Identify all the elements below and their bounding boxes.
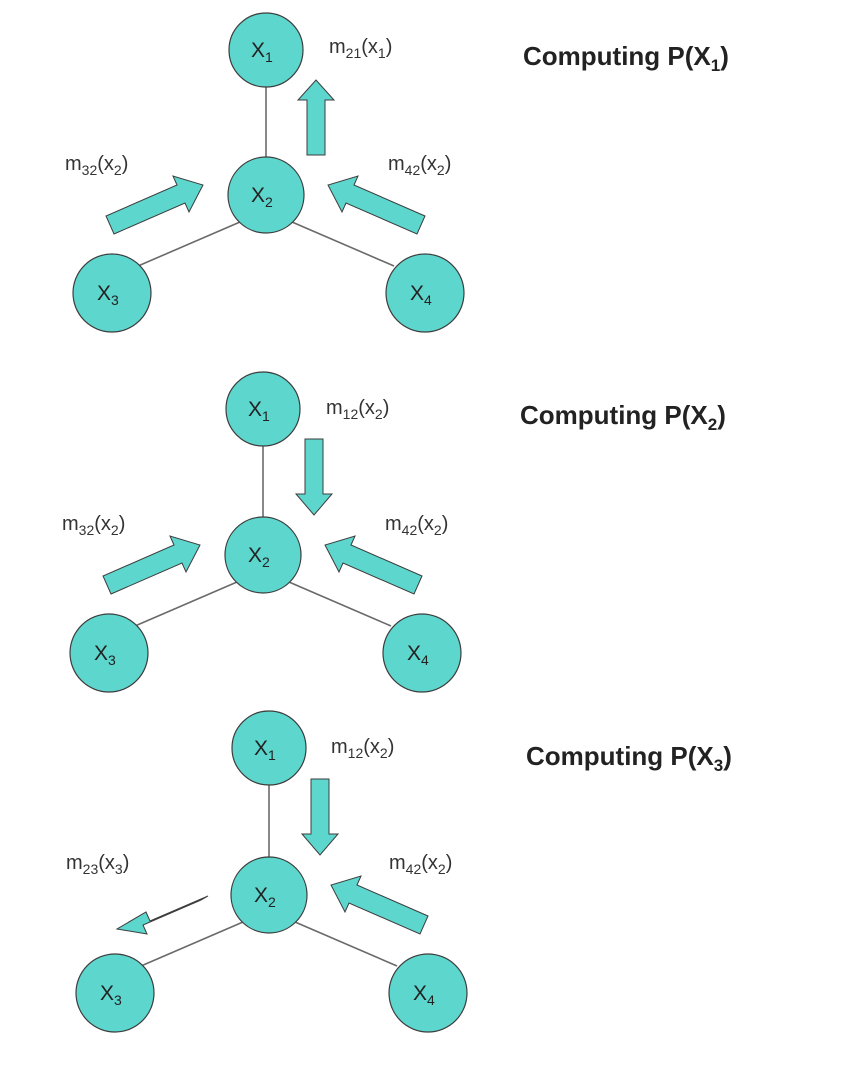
- node-x4-label: X4: [410, 282, 432, 308]
- message-arrow-x4-to-x2: [327, 175, 426, 235]
- node-x3: [69, 613, 149, 693]
- edge-x2-x4: [294, 921, 398, 967]
- message-arrow-down-x1-to-x2: [294, 438, 334, 516]
- message-label-m12: m12(x2): [331, 736, 394, 761]
- node-x1: [228, 12, 304, 88]
- message-label-m21: m21(x1): [329, 36, 392, 61]
- node-x1-label: X1: [248, 398, 270, 424]
- node-x2: [224, 516, 302, 594]
- message-arrow-down-x1-to-x2: [300, 778, 340, 856]
- node-x1-label: X1: [251, 39, 273, 65]
- panel-1: X1 X2 X3 X4 m21(x1) m32(x2) m42(x2) Comp…: [65, 12, 729, 333]
- node-x4: [385, 253, 465, 333]
- node-x2: [227, 156, 305, 234]
- panel-3: X1 X2 X3 X4 m12(x2) m23(x3) m42(x2) Comp…: [66, 710, 732, 1033]
- node-x4-label: X4: [413, 982, 435, 1008]
- edge-x2-x3: [137, 221, 241, 267]
- node-x2: [230, 856, 308, 934]
- message-arrow-x2-to-x3: [115, 895, 209, 935]
- node-x1-label: X1: [254, 737, 276, 763]
- message-arrow-x3-to-x2: [102, 535, 201, 595]
- node-x3: [72, 253, 152, 333]
- node-x3: [75, 953, 155, 1033]
- message-label-m42: m42(x2): [385, 513, 448, 538]
- panel-2: X1 X2 X3 X4 m12(x2) m32(x2) m42(x2) Comp…: [62, 371, 726, 693]
- panel-3-title: Computing P(X3): [526, 741, 732, 775]
- node-x2-label: X2: [254, 884, 276, 910]
- edge-x2-x4: [291, 221, 395, 267]
- edge-x2-x3: [140, 921, 244, 967]
- message-arrow-x3-to-x2: [105, 175, 204, 235]
- node-x4: [388, 953, 468, 1033]
- message-arrow-x4-to-x2: [324, 535, 423, 595]
- node-x4-label: X4: [407, 642, 429, 668]
- node-x1: [231, 710, 307, 786]
- node-x3-label: X3: [94, 642, 116, 668]
- node-x3-label: X3: [100, 982, 122, 1008]
- node-x1: [225, 371, 301, 447]
- message-label-m32: m32(x2): [65, 153, 128, 178]
- message-label-m42: m42(x2): [388, 153, 451, 178]
- node-x4: [382, 613, 462, 693]
- node-x3-label: X3: [97, 282, 119, 308]
- message-label-m42: m42(x2): [389, 852, 452, 877]
- message-label-m23: m23(x3): [66, 852, 129, 877]
- edge-x2-x4: [288, 581, 392, 627]
- message-label-m12: m12(x2): [326, 397, 389, 422]
- message-arrow-x4-to-x2: [330, 875, 429, 935]
- message-label-m32: m32(x2): [62, 513, 125, 538]
- node-x2-label: X2: [248, 544, 270, 570]
- panel-2-title: Computing P(X2): [520, 400, 726, 434]
- edge-x2-x3: [134, 581, 238, 627]
- message-arrow-up-x2-to-x1: [296, 79, 336, 156]
- panel-1-title: Computing P(X1): [523, 41, 729, 75]
- node-x2-label: X2: [251, 184, 273, 210]
